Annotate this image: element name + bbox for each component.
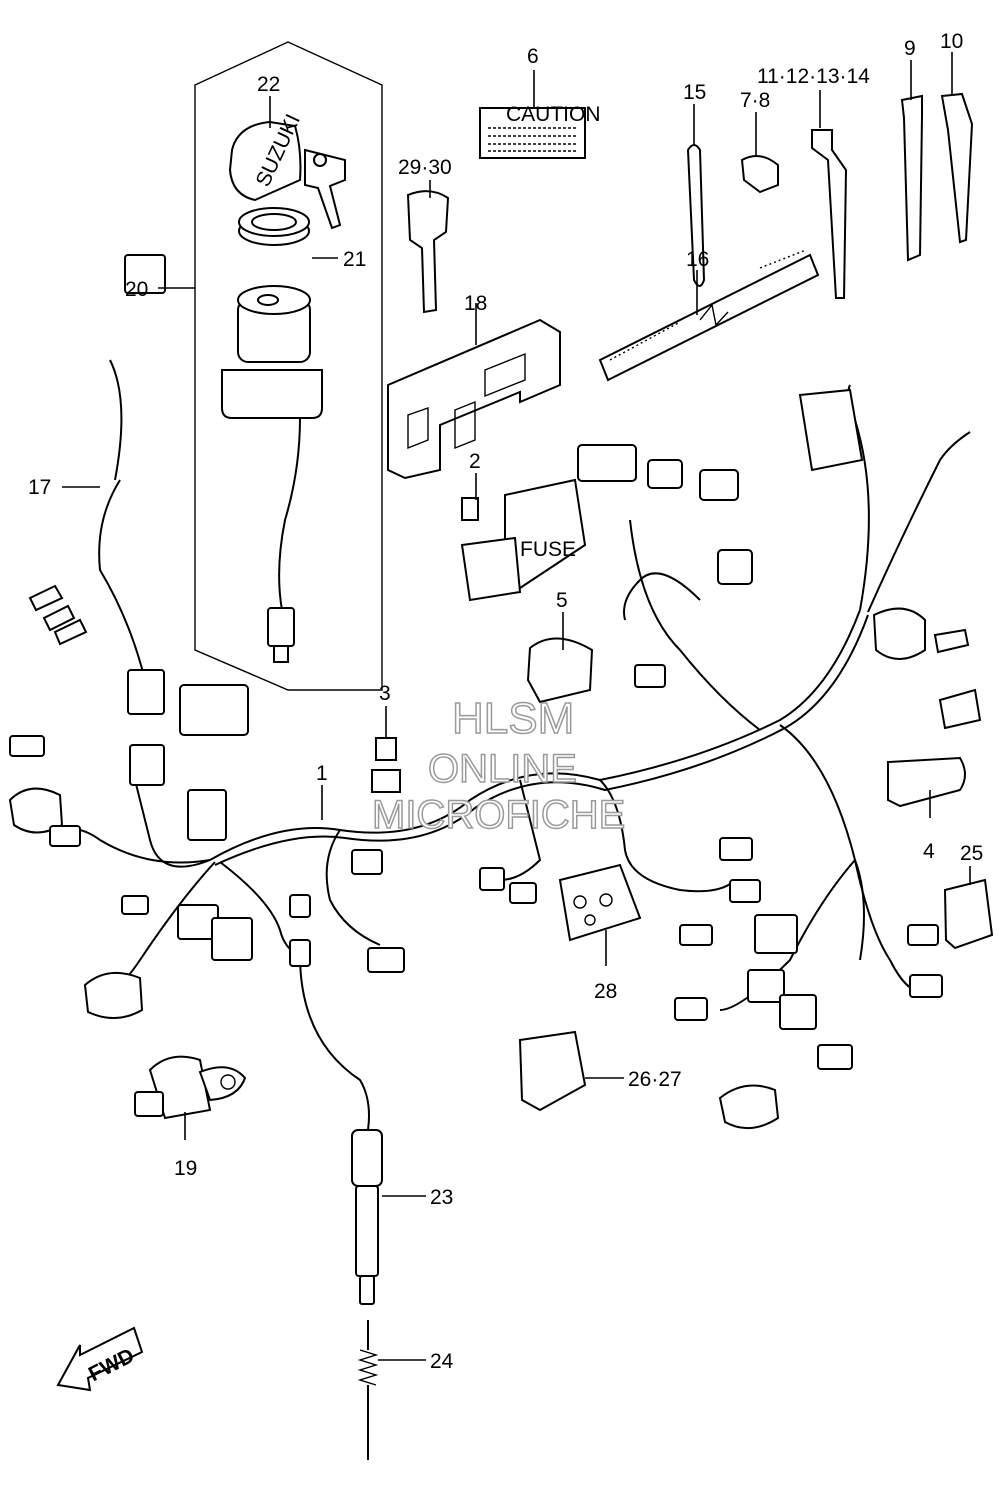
cable-tie-part-10 <box>940 92 974 244</box>
callout-9: 9 <box>904 37 916 60</box>
forward-arrow: FWD <box>56 1326 144 1392</box>
callout-3: 3 <box>379 682 391 705</box>
callout-2: 2 <box>469 450 481 473</box>
spring-part-24 <box>357 1320 379 1460</box>
cable-tie-part-9 <box>900 94 923 262</box>
callout-23: 23 <box>430 1186 453 1209</box>
watermark-line-2: ONLINE <box>428 747 577 791</box>
connector-cluster-left <box>8 254 253 1019</box>
fuse-text: FUSE <box>520 538 576 561</box>
callout-25: 25 <box>960 842 983 865</box>
fuse-part-3 <box>375 737 397 761</box>
watermark: HLSM ONLINE MICROFICHE <box>371 693 626 838</box>
main-harness-part-1 <box>59 359 971 1131</box>
protector-tube-part-16 <box>598 249 820 382</box>
relay-part-25 <box>943 878 994 950</box>
callout-26-27: 26·27 <box>628 1068 682 1091</box>
temp-sensor-part-23 <box>351 1129 383 1305</box>
key-cap-part-22: SUZUKI <box>228 111 346 230</box>
callout-6: 6 <box>527 45 539 68</box>
watermark-line-3: MICROFICHE <box>372 793 625 837</box>
connector-cluster-right <box>289 388 982 1129</box>
ignition-group-frame <box>194 41 383 691</box>
cable-tie-part-11-14 <box>811 129 848 299</box>
ignition-switch-body <box>221 285 323 663</box>
callout-labels: 1 2 3 4 5 6 7·8 9 10 11·12·13·14 15 16 1… <box>28 30 983 1373</box>
callout-20: 20 <box>125 278 148 301</box>
callout-leaders <box>62 52 971 1361</box>
caution-text: CAUTION <box>506 103 601 126</box>
callout-21: 21 <box>343 248 366 271</box>
callout-19: 19 <box>174 1157 197 1180</box>
fuse-holder-part-3 <box>371 769 401 793</box>
fuse-box: FUSE <box>460 478 587 602</box>
callout-22: 22 <box>257 73 280 96</box>
callout-15: 15 <box>683 81 706 104</box>
fuse-part-2 <box>461 497 479 521</box>
callout-24: 24 <box>430 1350 454 1373</box>
callout-10: 10 <box>940 30 963 53</box>
cap-part-5 <box>526 637 594 704</box>
callout-7-8: 7·8 <box>740 89 770 112</box>
callout-16: 16 <box>686 248 709 271</box>
sensor-part-19 <box>134 1055 247 1120</box>
watermark-line-1: HLSM <box>452 694 574 743</box>
hose-clamp-part-7-8 <box>740 155 779 194</box>
relay-part-26-27 <box>518 1030 587 1112</box>
caution-label-part-6: CAUTION <box>479 103 601 159</box>
callout-5: 5 <box>556 589 568 612</box>
spare-key-part-29-30 <box>406 190 450 314</box>
callout-17: 17 <box>28 476 51 499</box>
callout-1: 1 <box>316 762 328 785</box>
callout-29-30: 29·30 <box>398 156 452 179</box>
callout-18: 18 <box>464 292 487 315</box>
bracket-part-18 <box>387 318 561 480</box>
callout-28: 28 <box>594 980 617 1003</box>
callout-4: 4 <box>923 840 935 863</box>
callout-11-14: 11·12·13·14 <box>757 65 870 88</box>
cover-part-4 <box>887 756 966 808</box>
lock-nut-part-21 <box>238 207 310 246</box>
